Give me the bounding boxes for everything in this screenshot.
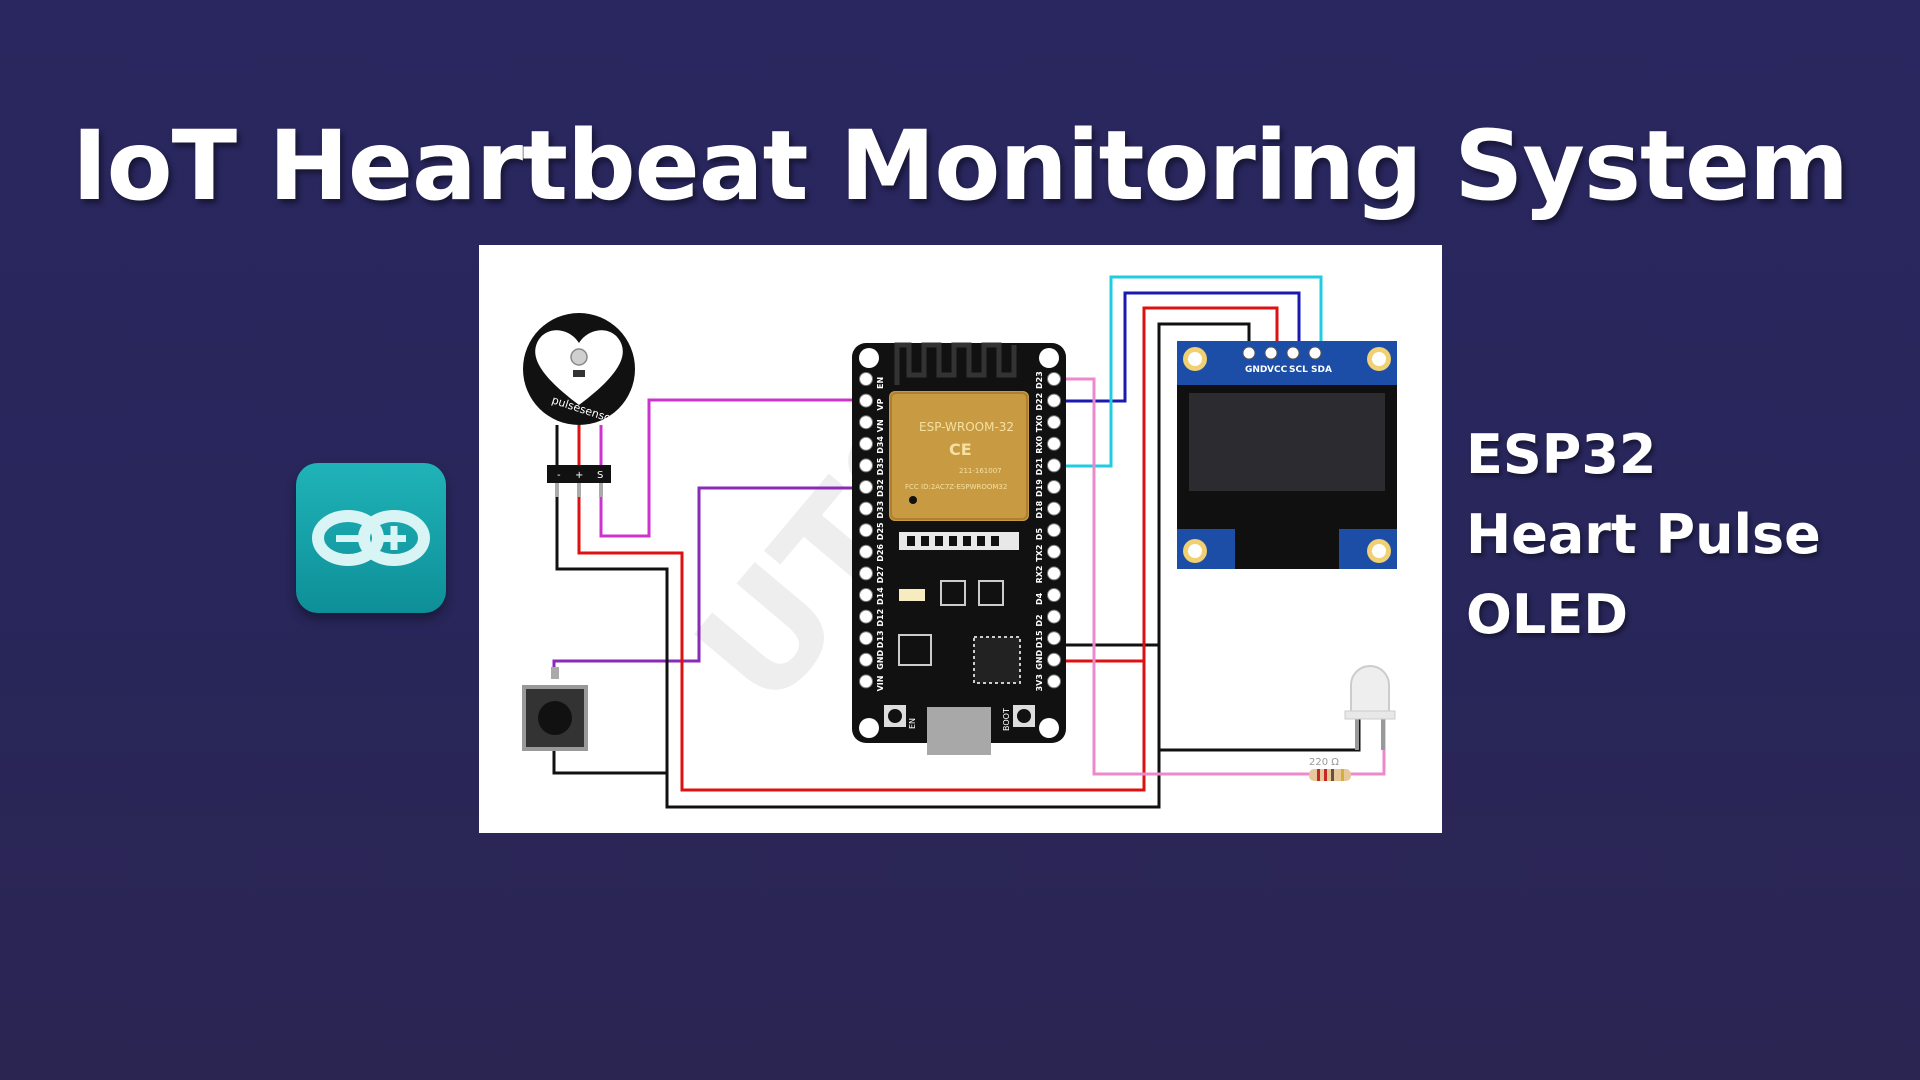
right-pin-hole [1047, 609, 1061, 624]
left-pin-label: D25 [876, 522, 885, 540]
right-pin-hole [1047, 458, 1061, 473]
left-pin-label: D32 [876, 479, 885, 497]
oled-pin-vcc: VCC [1267, 365, 1288, 375]
left-pin-label: VN [876, 419, 885, 432]
component-labels: ESP32 Heart Pulse OLED [1466, 415, 1821, 655]
right-pin-hole [1047, 674, 1061, 689]
wire-oled-scl [1054, 291, 1301, 403]
left-pin-label: D13 [876, 630, 885, 648]
oled-pin-sda: SDA [1311, 365, 1332, 375]
resistor: 220 Ω [1309, 757, 1351, 781]
left-pin-hole [859, 566, 873, 581]
left-pin-hole [859, 393, 873, 408]
left-pin-hole [859, 544, 873, 559]
oled-pin-gnd: GND [1245, 365, 1267, 375]
left-pin-hole [859, 631, 873, 646]
right-pin-hole [1047, 393, 1061, 408]
right-pin-hole [1047, 372, 1061, 386]
pulse-sensor: pulsesensor - + S [523, 313, 635, 497]
wire-led-ground [1159, 715, 1361, 752]
boot-button-label: BOOT [1002, 708, 1011, 731]
right-pin-hole [1047, 501, 1061, 516]
left-pin-hole [859, 652, 873, 667]
left-pin-label: D27 [876, 566, 885, 584]
module-label: ESP-WROOM-32 [919, 420, 1014, 434]
right-pin-hole [1047, 523, 1061, 538]
right-pin-label: D5 [1035, 528, 1044, 541]
esp32-board: ESP-WROOM-32 CE 211-161007 FCC ID:2AC7Z-… [852, 342, 1066, 755]
left-pin-hole [859, 480, 873, 494]
left-pin-hole [859, 458, 873, 473]
right-pin-hole [1047, 480, 1061, 494]
left-pin-hole [859, 609, 873, 624]
left-pin-label: EN [876, 377, 885, 389]
cert-id: 211-161007 [959, 467, 1002, 475]
right-pin-label: RX2 [1035, 565, 1044, 583]
right-pin-hole [1047, 544, 1061, 559]
page-title: IoT Heartbeat Monitoring System [71, 110, 1849, 222]
resistor-label: 220 Ω [1309, 757, 1339, 768]
left-pin-hole [859, 674, 873, 689]
label-esp32: ESP32 [1466, 423, 1657, 486]
left-pin-hole [859, 588, 873, 602]
left-pin-label: D26 [876, 544, 885, 562]
fcc-id: FCC ID:2AC7Z-ESPWROOM32 [905, 483, 1007, 491]
right-pin-hole [1047, 588, 1061, 602]
right-pin-label: GND [1035, 650, 1044, 670]
right-pin-hole [1047, 436, 1061, 451]
right-pin-label: D21 [1035, 457, 1044, 475]
ce-mark: CE [949, 440, 972, 459]
heart-icon [535, 330, 623, 405]
left-pin-label: D34 [876, 436, 885, 454]
wire-led-anode [1349, 715, 1386, 776]
wire-oled-vcc [1142, 306, 1279, 661]
right-pin-label: D23 [1035, 371, 1044, 389]
left-pin-hole [859, 415, 873, 430]
left-pin-hole [859, 372, 873, 386]
wire-button-signal [552, 486, 867, 675]
label-oled: OLED [1466, 583, 1629, 646]
left-pin-label: GND [876, 650, 885, 670]
right-pin-label: D4 [1035, 592, 1044, 605]
right-pin-label: D2 [1035, 614, 1044, 626]
right-pin-label: TX2 [1035, 545, 1044, 562]
wire-oled-sda [1054, 275, 1323, 468]
right-pin-label: D19 [1035, 479, 1044, 497]
right-pin-label: D18 [1035, 500, 1044, 518]
led [1344, 665, 1396, 750]
label-heart-pulse: Heart Pulse [1466, 503, 1821, 566]
right-pin-label: RX0 [1035, 435, 1044, 453]
right-pin-label: 3V3 [1035, 674, 1044, 691]
left-pin-label: D14 [876, 587, 885, 605]
left-pin-hole [859, 501, 873, 516]
right-pin-label: D15 [1035, 630, 1044, 648]
right-pin-label: D22 [1035, 393, 1044, 411]
left-pin-label: VP [876, 398, 885, 410]
right-pin-hole [1047, 415, 1061, 430]
pulse-pin-plus: + [575, 470, 583, 481]
left-pin-label: VIN [876, 676, 885, 692]
en-button-label: EN [908, 718, 917, 729]
circuit-diagram: UTS pulsesensor - + S [479, 245, 1442, 833]
left-pin-label: D35 [876, 457, 885, 475]
right-pin-hole [1047, 631, 1061, 646]
oled-pin-scl: SCL [1289, 365, 1308, 375]
right-pin-hole [1047, 652, 1061, 667]
push-button [522, 667, 588, 751]
left-pin-hole [859, 436, 873, 451]
left-pin-hole [859, 523, 873, 538]
right-pin-hole [1047, 566, 1061, 581]
arduino-logo-icon [296, 463, 446, 613]
oled-display: GND VCC SCL SDA [1177, 341, 1397, 569]
pulse-pin-s: S [597, 470, 603, 481]
pulse-pin-minus: - [557, 470, 561, 481]
wire-oled-gnd [1157, 322, 1251, 645]
left-pin-label: D33 [876, 501, 885, 519]
wire-led-signal [1054, 377, 1314, 776]
left-pin-label: D12 [876, 609, 885, 627]
right-pin-label: TX0 [1035, 415, 1044, 433]
wire-pulse-signal [599, 398, 869, 538]
